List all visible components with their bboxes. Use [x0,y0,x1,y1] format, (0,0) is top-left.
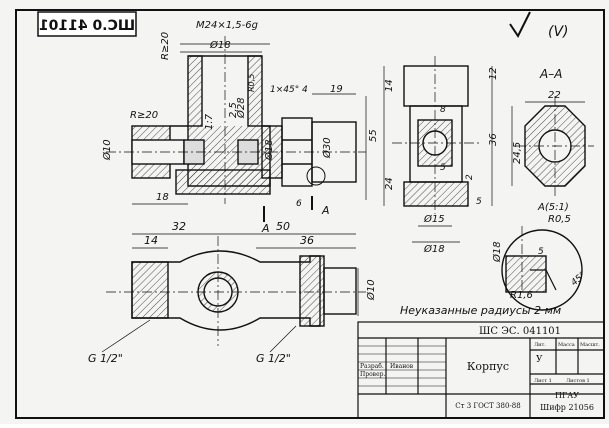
tb-sheets: Листов 1 [566,378,590,384]
dim-r20-left: R≥20 [130,110,158,121]
dim-chamfer: 1×45° [270,85,299,95]
detail-r16: R1,6 [510,290,533,301]
thread-g-left: G 1/2" [88,352,123,365]
tb-sheet: Лист 1 [534,378,552,384]
dim-bottom-32: 32 [172,220,186,233]
tb-dev-name: Иванов [390,363,414,370]
dim-side-12: 12 [488,67,499,80]
check-mark-label: (V) [548,24,569,40]
dim-side-14: 14 [384,79,395,92]
tb-part-name: Корпус [467,360,509,373]
dim-d25: 2,5 [228,102,239,118]
dim-d30: Ø30 [321,137,333,159]
dim-bottom-14: 14 [144,234,158,247]
detail-d18: Ø18 [491,241,503,263]
dim-side-2: 2 [465,174,475,180]
section-a-mark-1: A [261,222,270,235]
tb-dev-label: Разраб. [360,363,384,370]
tb-org: ПГАУ [555,391,579,400]
tb-col-mass: Масса [558,342,575,348]
title-block [357,321,605,419]
section-aa [511,96,594,196]
check-icon [509,11,531,38]
check-mark: (V) [509,11,569,40]
tb-col-scale: Масшт. [580,342,600,348]
detail-5: 5 [538,247,544,257]
dim-55: 55 [368,129,379,142]
front-view [106,36,367,222]
side-view [383,56,493,243]
detail-angle: 45° [570,270,589,288]
section-aa-title: A–A [539,67,562,81]
dim-side-36: 36 [488,133,499,146]
section-a-mark-2: A [321,204,330,217]
tb-check-label: Провер. [360,371,385,378]
tb-material: Ст 3 ГОСТ 380-88 [455,402,520,410]
general-note: Неуказанные радиусы 2 мм [400,304,561,317]
section-aa-labels: A–A 22 24,5 [512,67,562,164]
tb-code: ШС ЭС. 041101 [479,326,561,337]
dim-bottom-50: 50 [276,220,290,233]
dim-taper: 1:7 [204,113,215,130]
dim-r05: R0,5 [247,74,256,92]
dim-aa-22: 22 [548,90,561,101]
dim-bottom-36: 36 [300,234,314,247]
dim-4: 4 [302,85,308,95]
dim-d10-left: Ø10 [101,139,113,161]
dim-19: 19 [330,84,343,95]
dim-thread: M24×1,5-6g [196,20,258,31]
dim-side-d18: Ø18 [423,243,445,255]
dim-d18-mid: Ø18 [263,139,275,161]
detail-r05: R0,5 [548,214,571,225]
tb-col-lit: Лит. [534,342,546,348]
dim-side-8: 8 [440,105,446,115]
detail-a [501,226,583,311]
front-view-labels: M24×1,5-6g Ø18 R≥20 R≥20 1:7 2,5 Ø28 R0,… [101,20,379,235]
dim-side-d15: Ø15 [423,213,445,225]
tb-cipher: Шифр 21056 [540,403,594,412]
dim-6: 6 [296,199,302,209]
dim-side-5a: 5 [440,163,446,173]
side-view-labels: 14 12 8 36 5 24 2 5 Ø15 Ø18 [384,67,499,255]
dim-r20-top: R≥20 [160,32,171,60]
tb-lit-value: У [536,355,543,365]
dim-18: 18 [156,192,169,203]
dim-bottom-d10: Ø10 [365,279,377,301]
thread-g-right: G 1/2" [256,352,291,365]
bottom-view [101,233,366,353]
dim-d28: Ø28 [235,97,247,119]
title-block-text: ШС ЭС. 041101 Корпус Разраб. Провер. Ива… [360,326,600,412]
sheet-frame [15,9,605,419]
dim-d18-top: Ø18 [209,39,231,51]
dim-aa-245: 24,5 [512,142,523,164]
dim-side-24: 24 [384,177,395,190]
bottom-view-labels: 32 50 14 36 Ø10 G 1/2" G 1/2" [88,220,377,365]
stamp-code: ШС.0 41101 [39,18,135,34]
detail-label: A(5:1) [537,202,569,213]
stamp-box: ШС.0 41101 [37,11,137,37]
dim-side-5b: 5 [476,197,482,207]
